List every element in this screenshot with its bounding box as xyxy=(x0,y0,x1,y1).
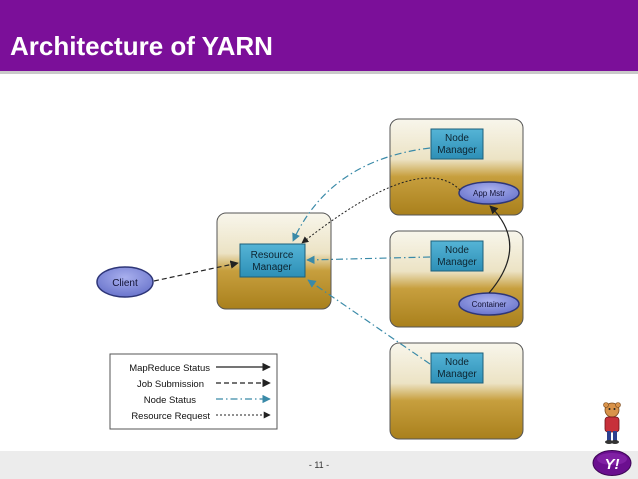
client-node xyxy=(96,266,154,298)
edge-mapreduce-status xyxy=(488,205,511,294)
edge-resource-request xyxy=(301,177,461,244)
mascot-icon xyxy=(603,402,621,444)
resource-manager xyxy=(239,243,306,278)
edge-node-status-3 xyxy=(307,279,431,365)
node-manager-3-line1: Node xyxy=(445,357,469,368)
app-master-node xyxy=(458,181,520,205)
node-manager-2-line2: Manager xyxy=(437,257,477,268)
legend-label-resource-request: Resource Request xyxy=(131,411,210,422)
node-manager-1 xyxy=(430,128,484,160)
header-divider xyxy=(0,71,638,74)
node-box-3 xyxy=(389,342,524,440)
edge-node-status-1 xyxy=(292,147,431,242)
node-manager-3-line2: Manager xyxy=(437,369,477,380)
node-manager-1-line2: Manager xyxy=(437,145,477,156)
edge-node-status-2 xyxy=(306,255,431,265)
slide-footer xyxy=(0,451,638,479)
slide-header xyxy=(0,0,638,71)
resource-manager-line2: Manager xyxy=(252,262,292,273)
node-manager-2-line1: Node xyxy=(445,245,469,256)
node-manager-1-line1: Node xyxy=(445,133,469,144)
legend-label-node-status: Node Status xyxy=(144,395,197,406)
page-number: - 11 - xyxy=(308,460,330,470)
legend-label-job-submission: Job Submission xyxy=(137,379,204,390)
app-master-label: App Mstr xyxy=(473,189,505,198)
yahoo-logo-text: Y! xyxy=(605,456,620,473)
legend-label-mapreduce-status: MapReduce Status xyxy=(129,363,210,374)
slide-title: Architecture of YARN xyxy=(10,31,273,61)
container-label: Container xyxy=(472,300,507,309)
edge-job-submission xyxy=(153,260,239,282)
client-label: Client xyxy=(112,278,138,289)
yahoo-logo: Y! xyxy=(592,450,632,476)
resource-manager-line1: Resource xyxy=(251,250,294,261)
node-manager-2 xyxy=(430,240,484,272)
node-manager-3 xyxy=(430,352,484,384)
